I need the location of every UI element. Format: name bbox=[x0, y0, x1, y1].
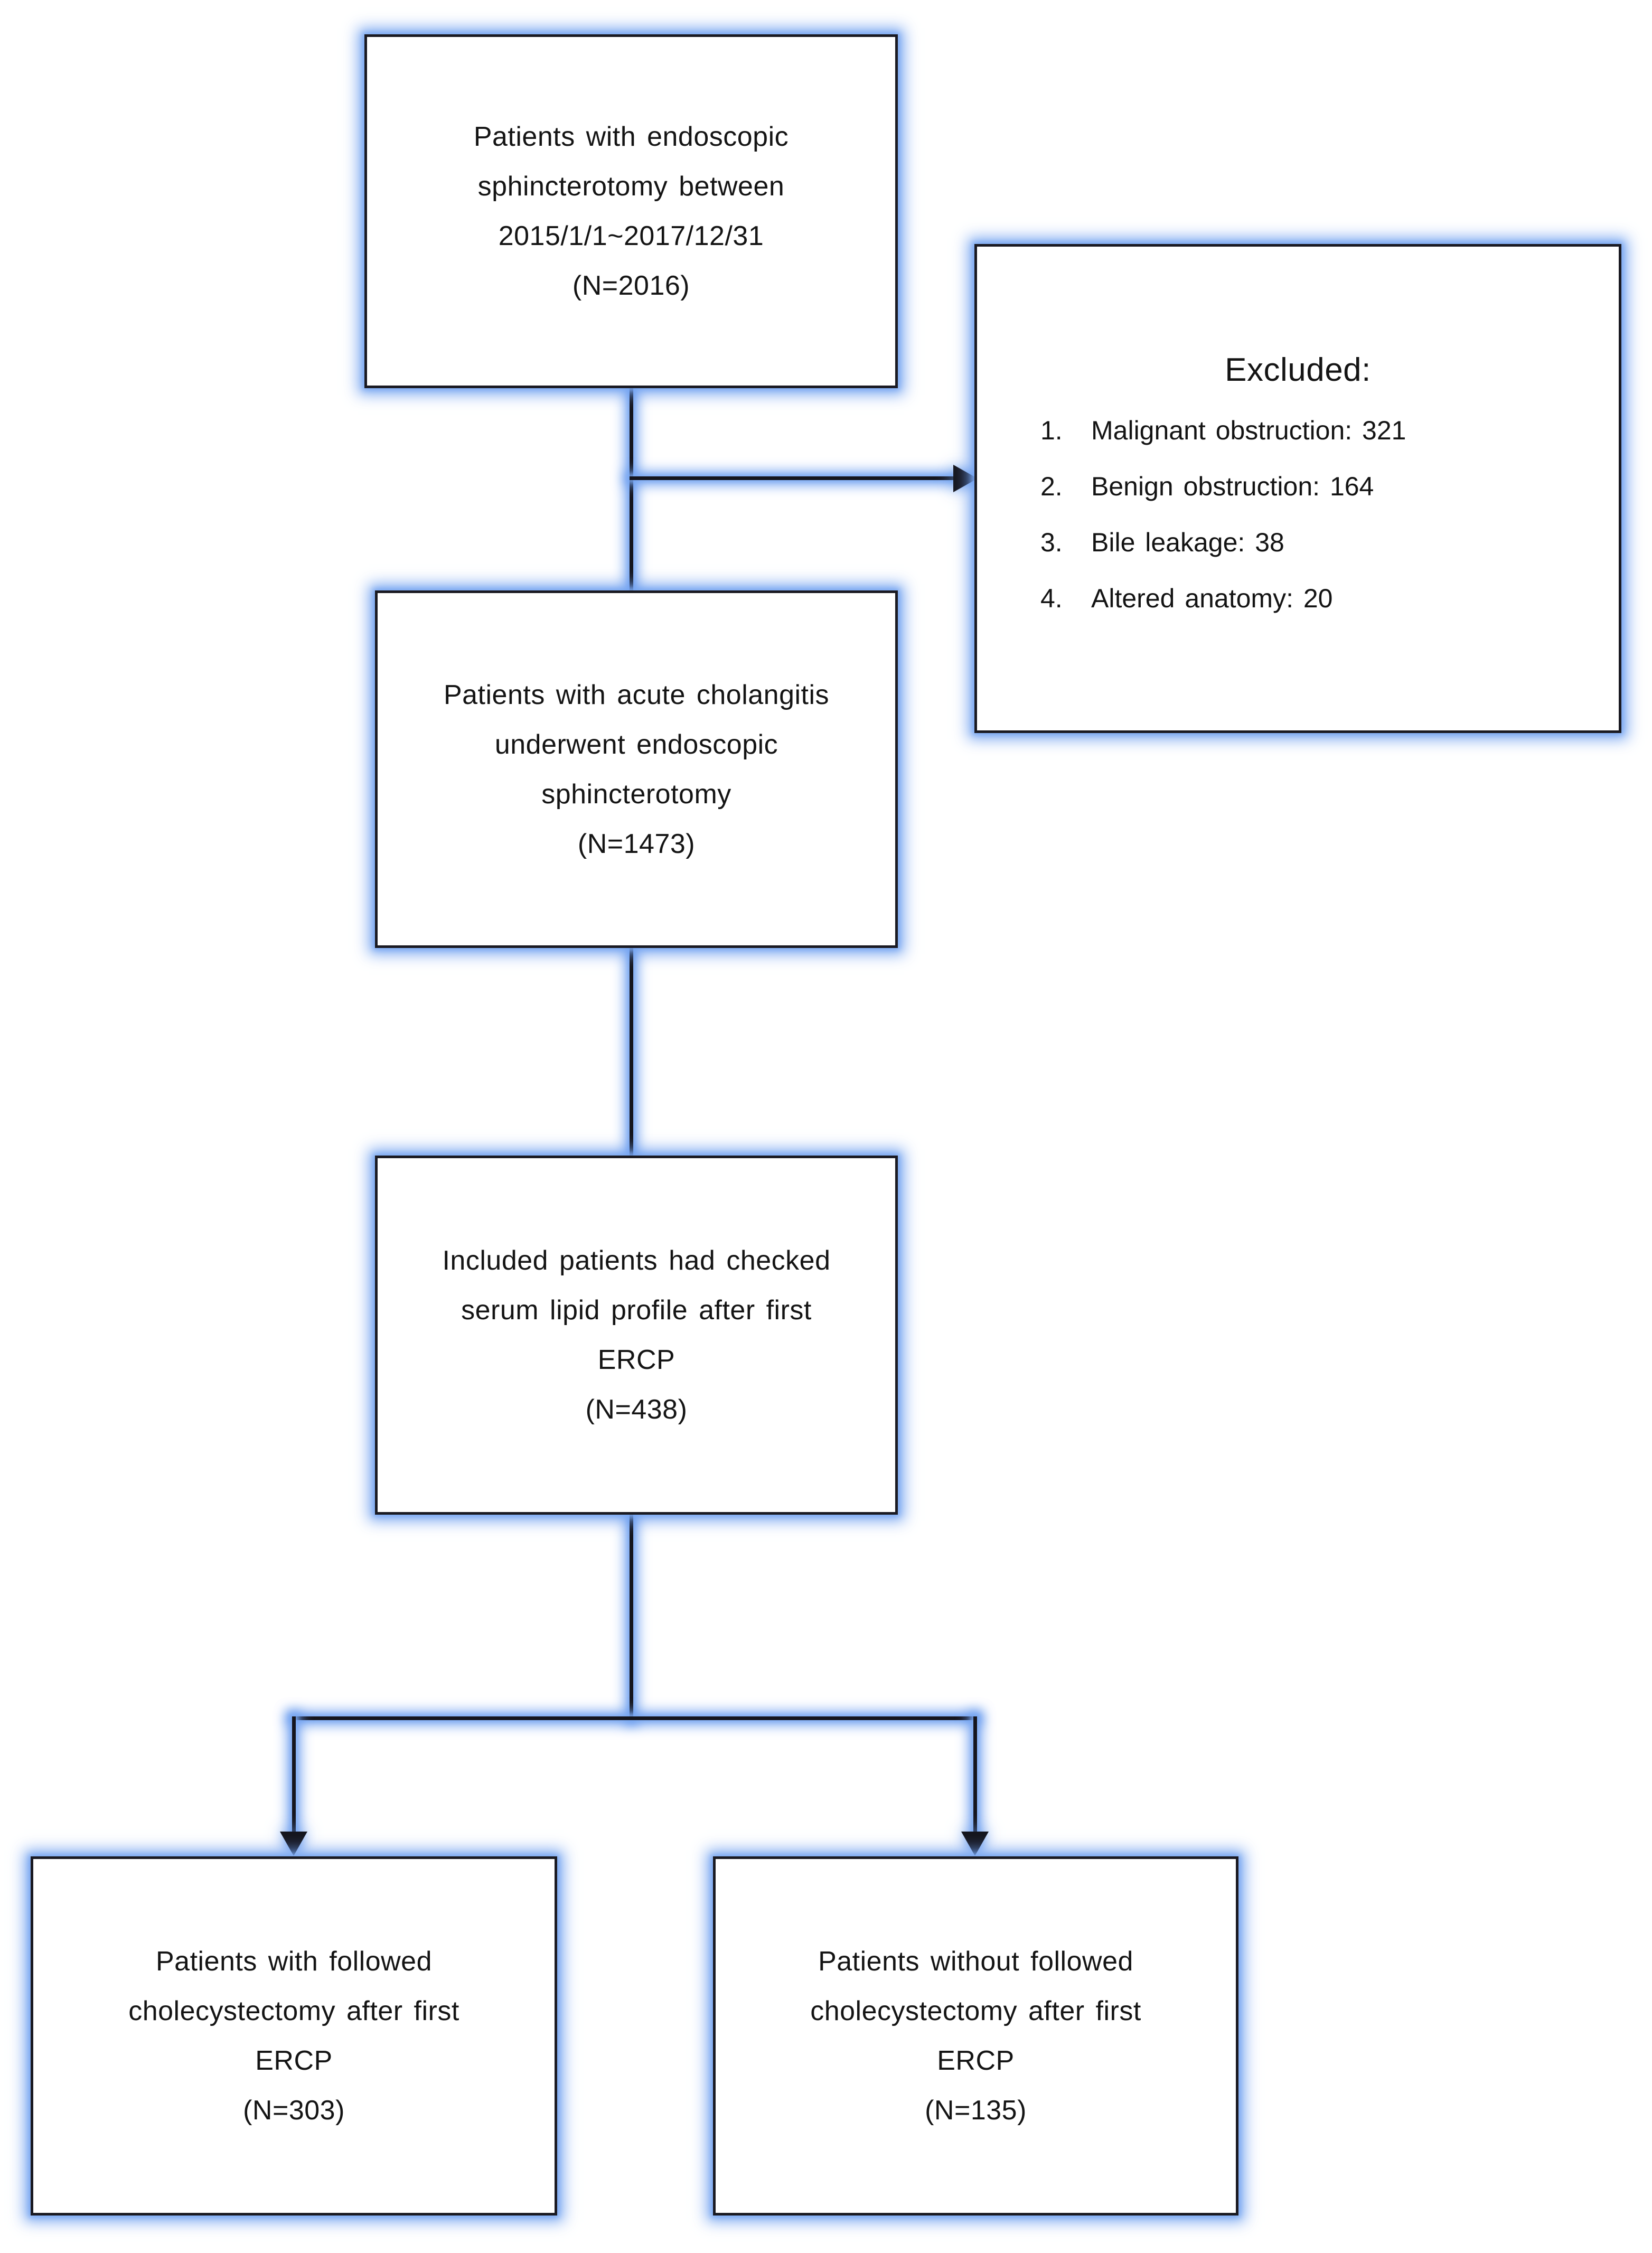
node-acute-cholangitis-line-2: underwent endoscopic bbox=[494, 729, 778, 760]
node-without-cholecystectomy: Patients without followed cholecystectom… bbox=[713, 1856, 1238, 2216]
excluded-list-item: 3. Bile leakage: 38 bbox=[1040, 514, 1619, 570]
node-with-cholecystectomy-line-2: cholecystectomy after first bbox=[128, 1996, 459, 2026]
excluded-list: 1. Malignant obstruction: 321 2. Benign … bbox=[977, 402, 1619, 626]
arrowhead-to-excluded bbox=[953, 465, 978, 492]
node-with-cholecystectomy-line-1: Patients with followed bbox=[155, 1946, 433, 1977]
arrowhead-to-with-cholecystectomy bbox=[280, 1832, 307, 1856]
excluded-item-text: Benign obstruction: 164 bbox=[1091, 471, 1374, 501]
connector-split-bar bbox=[292, 1716, 977, 1720]
excluded-list-item: 1. Malignant obstruction: 321 bbox=[1040, 402, 1619, 458]
excluded-item-text: Malignant obstruction: 321 bbox=[1091, 415, 1406, 445]
node-acute-cholangitis-line-1: Patients with acute cholangitis bbox=[443, 679, 830, 710]
node-included-patients-line-4: (N=438) bbox=[585, 1394, 688, 1425]
node-included-patients-line-2: serum lipid profile after first bbox=[461, 1295, 812, 1326]
node-with-cholecystectomy: Patients with followed cholecystectomy a… bbox=[31, 1856, 557, 2216]
excluded-list-item: 2. Benign obstruction: 164 bbox=[1040, 458, 1619, 514]
node-acute-cholangitis: Patients with acute cholangitis underwen… bbox=[375, 590, 898, 948]
node-acute-cholangitis-line-4: (N=1473) bbox=[577, 828, 696, 859]
node-included-patients-line-1: Included patients had checked bbox=[442, 1245, 831, 1276]
node-initial-cohort-line-4: (N=2016) bbox=[572, 270, 690, 301]
connector-cholangitis-to-included bbox=[630, 947, 633, 1158]
node-initial-cohort-line-3: 2015/1/1~2017/12/31 bbox=[498, 221, 764, 251]
node-included-patients: Included patients had checked serum lipi… bbox=[375, 1156, 898, 1515]
node-without-cholecystectomy-line-2: cholecystectomy after first bbox=[810, 1996, 1141, 2026]
connector-split-right-drop bbox=[973, 1716, 977, 1846]
connector-included-to-split bbox=[630, 1514, 633, 1720]
excluded-item-text: Altered anatomy: 20 bbox=[1091, 583, 1333, 613]
excluded-item-number: 1. bbox=[1040, 415, 1063, 445]
connector-cohort-to-excluded bbox=[630, 476, 978, 480]
excluded-item-text: Bile leakage: 38 bbox=[1091, 527, 1284, 557]
connector-cohort-to-cholangitis bbox=[630, 387, 633, 593]
node-included-patients-line-3: ERCP bbox=[597, 1345, 675, 1375]
connector-split-left-drop bbox=[292, 1716, 296, 1846]
excluded-item-number: 3. bbox=[1040, 527, 1063, 557]
excluded-item-number: 2. bbox=[1040, 471, 1063, 501]
excluded-item-number: 4. bbox=[1040, 583, 1063, 613]
node-with-cholecystectomy-line-3: ERCP bbox=[255, 2045, 333, 2076]
node-excluded: Excluded: 1. Malignant obstruction: 321 … bbox=[974, 244, 1621, 733]
node-without-cholecystectomy-line-1: Patients without followed bbox=[818, 1946, 1133, 1977]
node-acute-cholangitis-line-3: sphincterotomy bbox=[541, 778, 731, 810]
node-initial-cohort-line-2: sphincterotomy between bbox=[477, 171, 785, 202]
node-with-cholecystectomy-line-4: (N=303) bbox=[243, 2095, 345, 2126]
excluded-list-item: 4. Altered anatomy: 20 bbox=[1040, 570, 1619, 626]
node-initial-cohort-line-1: Patients with endoscopic bbox=[473, 121, 789, 152]
node-without-cholecystectomy-line-4: (N=135) bbox=[925, 2095, 1027, 2126]
excluded-title: Excluded: bbox=[1225, 351, 1371, 388]
arrowhead-to-without-cholecystectomy bbox=[961, 1832, 989, 1856]
node-without-cholecystectomy-line-3: ERCP bbox=[937, 2045, 1015, 2076]
node-initial-cohort: Patients with endoscopic sphincterotomy … bbox=[364, 34, 898, 388]
